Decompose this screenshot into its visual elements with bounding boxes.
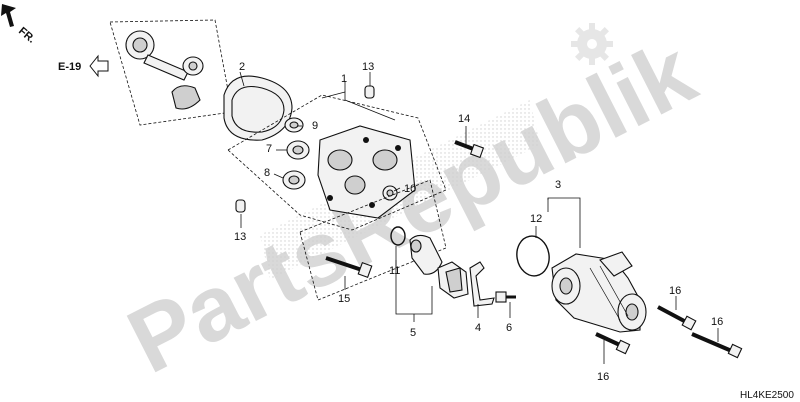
callout-1: 1 [341,73,347,85]
callout-12: 12 [530,213,542,225]
front-label: FR. [16,25,37,46]
reference-e19: E-19 [58,54,109,78]
callout-11: 11 [389,265,400,277]
bolt-14 [454,140,485,159]
sensor-assembly [409,234,469,299]
callout-5: 5 [410,327,416,339]
sensor-group [299,179,447,301]
callout-16-b: 16 [597,371,609,383]
callout-9: 9 [312,120,318,132]
bolt-16-c [691,332,743,359]
bolt-6 [495,291,516,303]
callout-14: 14 [458,113,470,125]
bolt-15 [325,256,373,279]
callout-15: 15 [338,293,350,305]
callout-2: 2 [239,61,245,73]
leader-lines [239,71,719,364]
gear-10 [382,185,398,201]
pump-body-group [227,94,447,231]
shift-motor [551,251,647,333]
dowel-pin-lower [235,199,246,213]
seal-9 [284,117,304,133]
drive-gear-assembly [125,30,204,110]
o-ring-11 [390,226,406,246]
bearing-7 [286,140,310,160]
o-ring-12 [516,235,550,277]
arrow-icon [1,4,16,27]
dowel-pin-upper [364,85,375,99]
callout-6: 6 [506,322,512,334]
callout-7: 7 [266,143,272,155]
callout-16-a: 16 [669,285,681,297]
gear-icon [571,23,613,65]
callout-13-lower: 13 [234,231,246,243]
callout-8: 8 [264,167,270,179]
callout-labels: 1 2 3 4 5 6 7 8 9 10 11 12 13 13 14 15 1… [234,61,723,383]
bolt-16-b [595,332,631,355]
hollow-arrow-icon [89,54,109,78]
front-direction-marker: FR. [1,4,37,46]
callout-4: 4 [475,322,481,334]
callout-13-upper: 13 [362,61,374,73]
gear-assembly-group [109,19,233,126]
bracket-4 [469,261,495,307]
diagram-code: HL4KE2500 [740,390,794,401]
bearing-8 [282,170,306,190]
bolt-16-a [657,305,697,331]
callout-16-c: 16 [711,316,723,328]
callout-3: 3 [555,179,561,191]
reference-label: E-19 [58,61,81,73]
callout-10: 10 [404,183,416,195]
